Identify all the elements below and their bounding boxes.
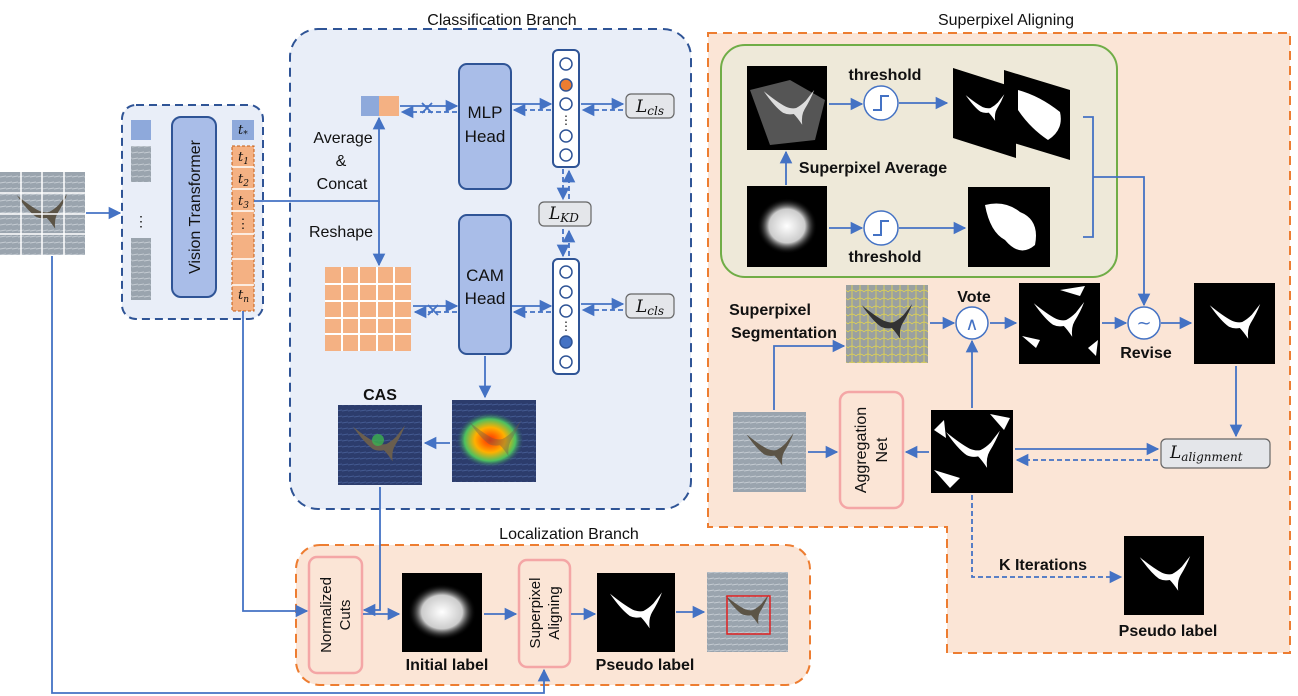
localization-title: Localization Branch (499, 526, 639, 543)
svg-text:~: ~ (1136, 313, 1151, 334)
cam-head (458, 214, 512, 355)
mlp-output-vector: ⋮ (552, 49, 580, 168)
sp-aligning-box (517, 558, 572, 669)
normalized-cuts-box (307, 555, 364, 675)
svg-text:⋮: ⋮ (560, 113, 572, 127)
loss-alignment: Lalignment (1160, 438, 1271, 469)
svg-text:t3: t3 (238, 194, 249, 211)
superpixel-branch: Superpixel Aligning threshold Superpixel… (707, 12, 1291, 654)
avg-concat-label-3: Concat (317, 176, 368, 193)
aggregation-label-2: Net (874, 437, 891, 462)
cas-label: CAS (363, 387, 397, 404)
svg-text:LKD: LKD (548, 204, 579, 225)
k-iterations-label: K Iterations (999, 557, 1087, 574)
merge-bracket (1083, 116, 1100, 238)
vit-label: Vision Transformer (187, 139, 204, 274)
localization-branch: Localization Branch Normalized Cuts Init… (295, 526, 811, 686)
svg-text:t2: t2 (238, 172, 249, 189)
svg-text:∧: ∧ (965, 314, 978, 335)
sp-aligning-label-1: Superpixel (527, 578, 544, 649)
sp-mask-stack (953, 68, 1070, 160)
svg-text:Lalignment: Lalignment (1169, 443, 1243, 464)
sp-aligning-label-2: Aligning (546, 586, 563, 639)
svg-text:⋮: ⋮ (560, 319, 572, 333)
loss-cls-bottom: Lcls (625, 293, 675, 319)
avg-concat-label-2: & (336, 153, 347, 170)
vote-icon: ∧ (955, 306, 989, 340)
sp-seg-label-2: Segmentation (731, 325, 837, 342)
reshape-label: Reshape (309, 224, 373, 241)
cam-heatmap-image (452, 400, 536, 482)
cas-image (338, 405, 422, 485)
threshold-label-top: threshold (849, 67, 922, 84)
classification-title: Classification Branch (427, 12, 576, 29)
cam-mask-image (968, 187, 1050, 267)
aggregation-net-box (838, 390, 905, 510)
aggregation-output-image (931, 410, 1013, 493)
classification-branch: Classification Branch Average & Concat R… (289, 12, 692, 510)
threshold-label-bottom: threshold (849, 249, 922, 266)
token-column: t* t1 t2 t3 ⋮ tn (231, 120, 255, 312)
reshape-grid (325, 267, 411, 351)
svg-text:t1: t1 (238, 150, 249, 167)
loss-kd: LKD (538, 201, 592, 227)
normalized-cuts-label-1: Normalized (318, 577, 335, 653)
pseudo-label-caption: Pseudo label (596, 657, 695, 674)
sp-average-label: Superpixel Average (799, 160, 947, 177)
mlp-head-label-2: Head (465, 127, 506, 146)
cam-head-label-2: Head (465, 289, 506, 308)
pseudo-label-image (597, 573, 675, 652)
svg-text:Lcls: Lcls (635, 97, 664, 118)
svg-text:t*: t* (238, 123, 248, 140)
connectors (51, 96, 1243, 694)
svg-text:⋮: ⋮ (134, 213, 148, 229)
superpixel-title: Superpixel Aligning (938, 12, 1074, 29)
revise-label: Revise (1120, 345, 1172, 362)
threshold-icon-top (863, 85, 899, 121)
revised-mask-image (1194, 283, 1275, 364)
svg-text:tn: tn (238, 288, 249, 305)
threshold-icon-bottom (863, 210, 899, 246)
vit-transformer (171, 116, 217, 298)
cam-output-vector: ⋮ (552, 258, 580, 375)
bbox-result-image (707, 572, 788, 652)
final-pseudo-caption: Pseudo label (1119, 623, 1218, 640)
sp-average-image (747, 66, 827, 150)
initial-label-caption: Initial label (406, 657, 489, 674)
avg-concat-label-1: Average (313, 130, 372, 147)
mlp-head (458, 63, 512, 190)
raw-bird-image (733, 412, 806, 492)
sp-seg-image (846, 285, 928, 363)
cam-head-label-1: CAM (466, 266, 504, 285)
avg-token-blue (361, 96, 379, 116)
vit-block: ⋮ Vision Transformer t* t1 t2 t3 ⋮ tn (121, 104, 264, 320)
final-pseudo-image (1124, 536, 1204, 615)
vote-mask-image (1019, 283, 1100, 364)
revise-icon: ~ (1127, 306, 1161, 340)
vote-label: Vote (957, 289, 991, 306)
avg-token-orange (379, 96, 399, 116)
loss-cls-top: Lcls (625, 93, 675, 119)
cam-blob-image (747, 186, 827, 267)
sp-seg-label-1: Superpixel (729, 302, 811, 319)
mlp-head-label-1: MLP (468, 103, 503, 122)
aggregation-label-1: Aggregation (853, 407, 870, 493)
normalized-cuts-label-2: Cuts (337, 600, 354, 631)
initial-label-image (402, 573, 482, 652)
svg-text:⋮: ⋮ (237, 216, 250, 231)
svg-text:Lcls: Lcls (635, 297, 664, 318)
input-image (0, 172, 85, 255)
